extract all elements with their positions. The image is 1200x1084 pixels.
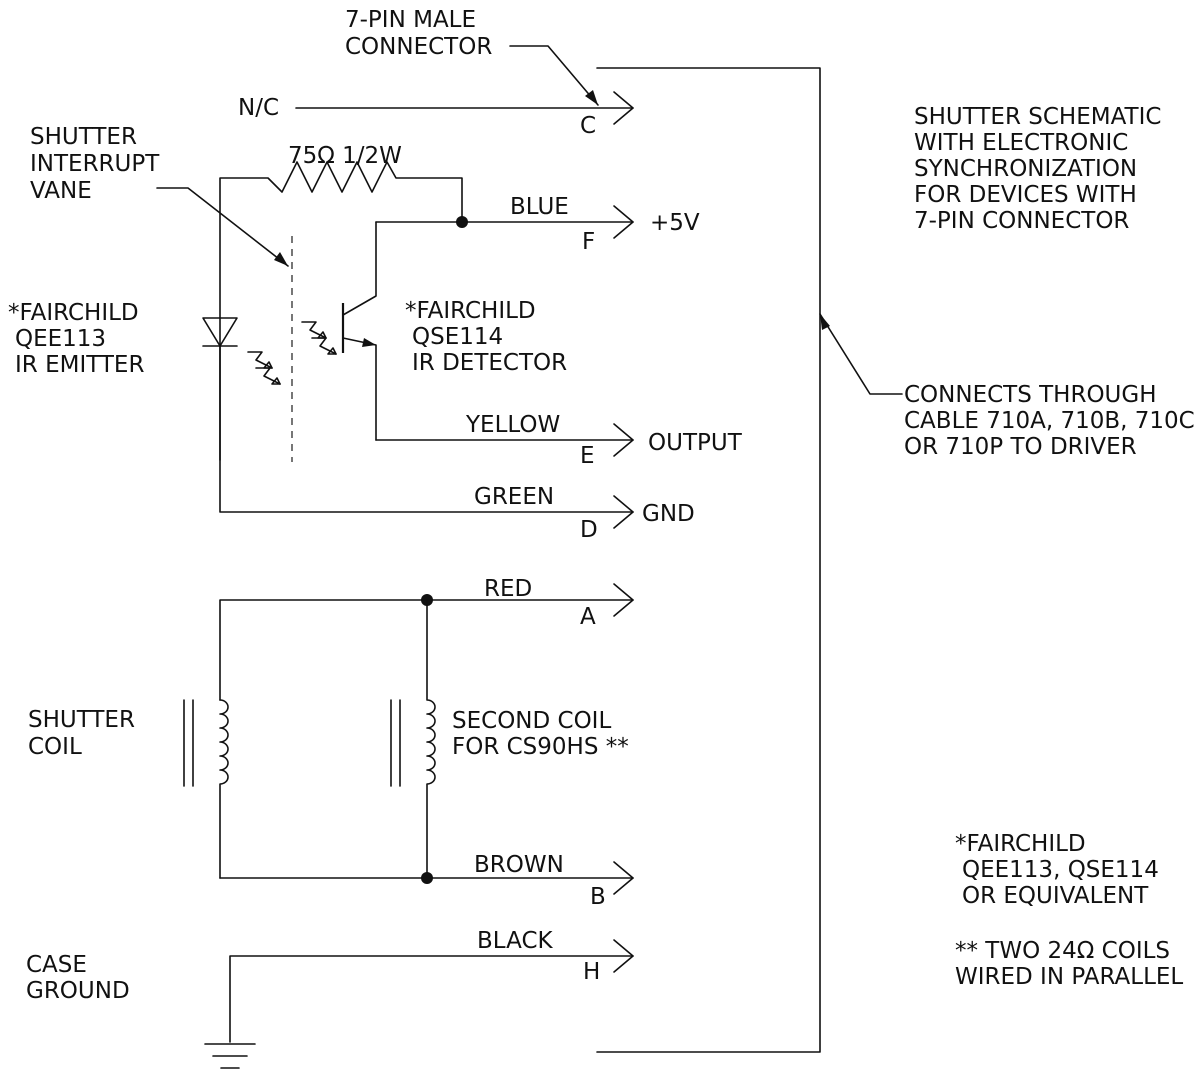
detector-light-arrows-icon bbox=[301, 321, 337, 355]
connector-label-line1: 7-PIN MALE bbox=[345, 7, 476, 33]
title-line2: WITH ELECTRONIC bbox=[914, 130, 1128, 156]
vane-label-line1: SHUTTER bbox=[30, 124, 137, 150]
emitter-label-line3: IR EMITTER bbox=[15, 352, 144, 378]
wire-red bbox=[219, 599, 634, 701]
pin-e-letter: E bbox=[580, 443, 595, 469]
second-coil-label-line2: FOR CS90HS ** bbox=[452, 734, 629, 760]
nc-label: N/C bbox=[238, 95, 279, 121]
pin-d-color: GREEN bbox=[474, 484, 554, 510]
connector-label-line2: CONNECTOR bbox=[345, 34, 492, 60]
footnote2-line2: WIRED IN PARALLEL bbox=[955, 964, 1183, 990]
ground-symbol-icon bbox=[204, 1043, 256, 1069]
pin-b-letter: B bbox=[590, 884, 606, 910]
case-ground-label-line2: GROUND bbox=[26, 978, 130, 1004]
shutter-coil-winding-icon bbox=[219, 699, 229, 879]
detector-label-line1: *FAIRCHILD bbox=[405, 298, 536, 324]
resistor-symbol bbox=[219, 161, 463, 461]
pin-e-chevron bbox=[613, 423, 634, 457]
pin-h-color: BLACK bbox=[477, 928, 554, 954]
pin-e-signal: OUTPUT bbox=[648, 430, 743, 456]
wire-green bbox=[219, 345, 634, 513]
vane-leader-arrow bbox=[274, 252, 288, 266]
cable-note-line2: CABLE 710A, 710B, 710C bbox=[904, 408, 1195, 434]
wire-black bbox=[229, 955, 634, 1043]
cable-note-leader bbox=[819, 313, 903, 395]
cable-note-leader-arrow bbox=[820, 314, 830, 330]
title-line5: 7-PIN CONNECTOR bbox=[914, 208, 1129, 234]
detector-emitter bbox=[342, 337, 377, 441]
second-coil-winding-icon bbox=[426, 599, 436, 879]
pin-h-letter: H bbox=[583, 959, 600, 985]
cable-note-line3: OR 710P TO DRIVER bbox=[904, 434, 1137, 460]
pin-d-signal: GND bbox=[642, 501, 695, 527]
pin-e-color: YELLOW bbox=[465, 412, 560, 438]
title-line3: SYNCHRONIZATION bbox=[914, 156, 1137, 182]
pin-h-chevron bbox=[613, 939, 634, 973]
emitter-label-line2: QEE113 bbox=[15, 326, 106, 352]
pin-d-chevron bbox=[613, 495, 634, 529]
cable-note-line1: CONNECTS THROUGH bbox=[904, 382, 1157, 408]
junction-brown bbox=[421, 872, 433, 884]
vane-label-line3: VANE bbox=[30, 178, 92, 204]
pin-a-color: RED bbox=[484, 576, 532, 602]
detector-label-line3: IR DETECTOR bbox=[412, 350, 567, 376]
pin-c-letter: C bbox=[580, 113, 596, 139]
pin-f-chevron bbox=[613, 205, 634, 239]
pin-f-color: BLUE bbox=[510, 194, 569, 220]
pin-b-color: BROWN bbox=[474, 852, 564, 878]
emitter-label-line1: *FAIRCHILD bbox=[8, 300, 139, 326]
pin-c-chevron bbox=[613, 91, 634, 125]
detector-collector bbox=[342, 221, 377, 316]
pin-b-chevron bbox=[613, 861, 634, 895]
emitter-light-arrows-icon bbox=[247, 351, 281, 385]
connector-leader-arrow bbox=[585, 90, 598, 105]
title-line4: FOR DEVICES WITH bbox=[914, 182, 1137, 208]
pin-f-letter: F bbox=[582, 229, 595, 255]
pin-f-signal: +5V bbox=[650, 210, 700, 236]
pin-a-letter: A bbox=[580, 604, 596, 630]
vane-label-line2: INTERRUPT bbox=[30, 151, 160, 177]
footnote1-line3: OR EQUIVALENT bbox=[962, 883, 1149, 909]
detector-emitter-arrow bbox=[362, 338, 376, 347]
resistor-label: 75Ω 1/2W bbox=[288, 143, 402, 169]
shutter-coil-label-line2: COIL bbox=[28, 734, 82, 760]
vane-leader bbox=[156, 187, 289, 267]
footnote2-line1: ** TWO 24Ω COILS bbox=[955, 938, 1170, 964]
case-ground-label-line1: CASE bbox=[26, 952, 87, 978]
connector-leader bbox=[509, 45, 599, 106]
second-coil-label-line1: SECOND COIL bbox=[452, 708, 611, 734]
title-line1: SHUTTER SCHEMATIC bbox=[914, 104, 1161, 130]
pin-a-chevron bbox=[613, 583, 634, 617]
connector-bracket bbox=[596, 67, 821, 1053]
pin-d-letter: D bbox=[580, 517, 598, 543]
shutter-coil-label-line1: SHUTTER bbox=[28, 707, 135, 733]
detector-label-line2: QSE114 bbox=[412, 324, 503, 350]
footnote1-line1: *FAIRCHILD bbox=[955, 831, 1086, 857]
footnote1-line2: QEE113, QSE114 bbox=[962, 857, 1159, 883]
ir-emitter-diode bbox=[202, 317, 238, 347]
